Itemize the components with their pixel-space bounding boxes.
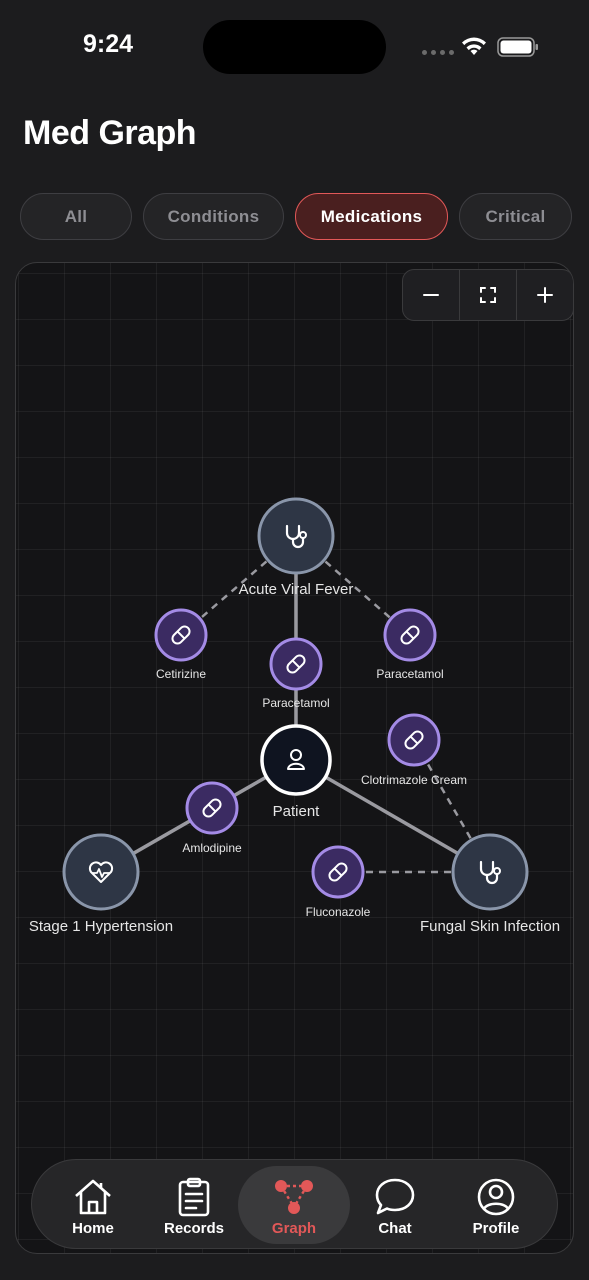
wifi-icon [462,37,486,55]
graph-node-label: Clotrimazole Cream [361,773,467,787]
filter-chip-label: Critical [485,206,546,226]
minus-icon [423,294,439,296]
zoom-in-button[interactable] [517,270,573,320]
graph-node-label: Paracetamol [376,667,443,681]
graph-node-cetirizine[interactable] [154,608,208,662]
tab-profile[interactable]: Profile [440,1166,552,1244]
bottom-tab-bar: Home Records Graph Chat [31,1159,558,1249]
tab-label: Records [163,1220,225,1237]
pill-icon [286,654,306,674]
stethoscope-icon [285,524,307,549]
signal-icon [422,50,454,56]
fit-screen-button[interactable] [460,270,517,320]
tab-label: Profile [472,1220,520,1237]
tab-chat[interactable]: Chat [339,1166,451,1244]
filter-chip-label: All [64,206,88,226]
dynamic-island [203,20,386,74]
graph-node-paracetamol_b[interactable] [383,608,437,662]
filter-chip-all[interactable]: All [20,193,132,240]
filter-chip-critical[interactable]: Critical [459,193,572,240]
graph-node-fungal[interactable] [451,833,529,911]
graph-node-label: Amlodipine [182,841,242,855]
zoom-controls [402,269,573,321]
graph-node-label: Stage 1 Hypertension [29,918,173,935]
heart-pulse-icon [88,861,114,883]
stethoscope-icon [479,860,501,885]
graph-node-patient[interactable] [260,724,332,796]
status-time: 9:24 [82,30,134,58]
pill-icon [404,730,424,750]
graph-node-fever[interactable] [257,497,335,575]
fit-screen-icon [480,287,496,303]
graph-node-label: Paracetamol [262,696,329,710]
page-title: Med Graph [23,114,197,152]
tab-graph[interactable]: Graph [238,1166,350,1244]
graph-node-amlodipine[interactable] [185,781,239,835]
condition-node-circle [451,833,529,911]
filter-chip-label: Conditions [167,206,260,226]
graph-node-label: Patient [273,803,321,820]
plus-icon [537,287,553,303]
status-bar: 9:24 [0,0,589,96]
pill-icon [328,862,348,882]
clipboard-icon [178,1177,210,1217]
graph-node-label: Cetirizine [156,667,206,681]
person-icon [287,749,305,770]
tab-home[interactable]: Home [37,1166,149,1244]
tab-label: Chat [378,1220,412,1237]
graph-node-hypertension[interactable] [62,833,140,911]
pill-icon [400,625,420,645]
pill-icon [202,798,222,818]
battery-icon [497,37,538,57]
filter-chip-label: Medications [320,206,423,226]
condition-node-circle [257,497,335,575]
chat-bubble-icon [375,1178,415,1215]
tab-label: Home [72,1220,114,1237]
filter-chip-conditions[interactable]: Conditions [143,193,284,240]
graph-node-paracetamol_a[interactable] [269,637,323,691]
pill-icon [171,625,191,645]
filter-chip-medications[interactable]: Medications [295,193,448,240]
home-icon [75,1179,111,1215]
graph-node-label: Fungal Skin Infection [420,918,560,935]
tab-label: Graph [271,1220,317,1237]
tab-records[interactable]: Records [138,1166,250,1244]
filter-chips: All Conditions Medications Critical [0,193,589,241]
profile-icon [477,1178,515,1216]
graph-node-clotrimazole[interactable] [387,713,441,767]
graph-icon [275,1180,313,1214]
zoom-out-button[interactable] [403,270,460,320]
graph-node-label: Fluconazole [306,905,371,919]
graph-node-fluconazole[interactable] [311,845,365,899]
graph-node-label: Acute Viral Fever [239,581,354,598]
